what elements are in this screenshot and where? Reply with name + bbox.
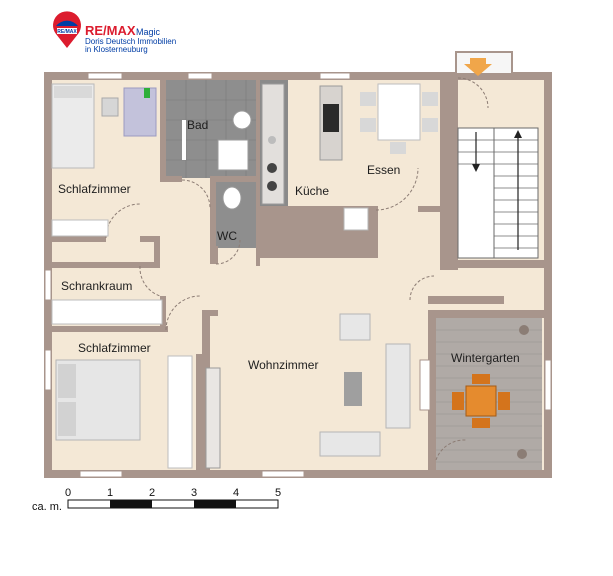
desk-top	[101, 87, 157, 137]
room-label-schrankraum: Schrankraum	[61, 279, 132, 293]
room-label-wohnzimmer: Wohnzimmer	[248, 358, 318, 372]
scale-tick-1: 1	[107, 487, 113, 499]
scale-tick-4: 4	[233, 487, 239, 499]
brand-name: RE/MAX	[85, 23, 136, 38]
windows	[44, 72, 552, 478]
scale-tick-3: 3	[191, 487, 197, 499]
closet-shelves	[51, 299, 163, 325]
entry-arrow-icon	[464, 58, 492, 76]
brand-suffix: Magic	[136, 27, 161, 37]
balloon-badge-text: RE/MAX	[57, 29, 77, 35]
scale-tick-0: 0	[65, 487, 71, 499]
staircase	[457, 127, 539, 259]
living-furniture	[319, 313, 411, 457]
room-label-schlafzimmer-top: Schlafzimmer	[58, 182, 131, 196]
room-label-kueche: Küche	[295, 184, 329, 198]
scale-unit-label: ca. m.	[32, 501, 62, 513]
balloon-icon: RE/MAX	[52, 11, 81, 48]
hall-cabinet	[205, 367, 221, 469]
floors	[48, 76, 548, 474]
room-label-schlafzimmer-bottom: Schlafzimmer	[78, 341, 151, 355]
room-label-bad: Bad	[187, 118, 208, 132]
brand-line-2: in Klosterneuburg	[85, 45, 148, 54]
toilet	[222, 186, 242, 210]
patio-table	[452, 325, 529, 459]
scale-tick-2: 2	[149, 487, 155, 499]
room-label-essen: Essen	[367, 163, 400, 177]
dining-table	[360, 83, 438, 154]
wardrobe-bottom	[167, 355, 193, 469]
kitchen-fixtures	[261, 83, 369, 231]
room-label-wc: WC	[217, 229, 237, 243]
scale-bar: ca. m. 0 1 2 3 4 5	[32, 487, 281, 513]
bad-fixtures	[182, 110, 252, 171]
remax-logo: RE/MAX RE/MAX Magic Doris Deutsch Immobi…	[52, 11, 176, 54]
room-label-wintergarten: Wintergarten	[451, 351, 520, 365]
double-bed	[55, 359, 141, 441]
scale-tick-5: 5	[275, 487, 281, 499]
brand-line-1: Doris Deutsch Immobilien	[85, 37, 176, 46]
single-bed-top	[51, 83, 95, 169]
wardrobe-top	[51, 219, 109, 237]
